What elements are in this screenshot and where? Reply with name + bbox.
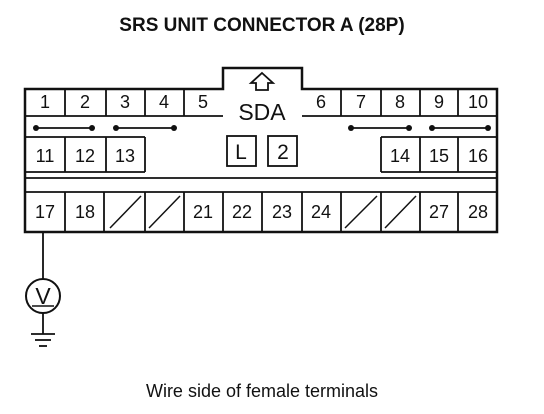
row1-dividers (64, 89, 459, 116)
terminal-27-label: 27 (429, 202, 449, 222)
center-box-l-label: L (235, 141, 247, 164)
terminal-7-label: 7 (356, 92, 366, 112)
terminal-28-label: 28 (468, 202, 488, 222)
ground-icon (31, 333, 55, 347)
terminal-10-label: 10 (468, 92, 488, 112)
row3-dividers (64, 192, 459, 232)
terminal-21-label: 21 (193, 202, 213, 222)
diagram-caption: Wire side of female terminals (146, 381, 378, 401)
terminal-2-label: 2 (80, 92, 90, 112)
terminal-11-label: 11 (36, 146, 55, 166)
terminal-4-label: 4 (159, 92, 169, 112)
shorting-bars (33, 125, 491, 131)
terminal-15-label: 15 (429, 146, 449, 166)
terminal-3-label: 3 (120, 92, 130, 112)
voltmeter-icon: V (25, 278, 61, 314)
voltmeter-symbol: V (35, 283, 51, 309)
terminal-18-label: 18 (75, 202, 95, 222)
center-box-2-label: 2 (277, 141, 289, 164)
up-arrow-icon (248, 71, 276, 91)
connector-outline (23, 66, 499, 234)
terminal-1-label: 1 (40, 92, 50, 112)
unused-cavity-slashes (109, 195, 417, 229)
terminal-13-label: 13 (115, 146, 135, 166)
sda-label: SDA (238, 99, 286, 125)
center-box-l (226, 135, 257, 167)
center-box-2 (267, 135, 298, 167)
terminal-23-label: 23 (272, 202, 292, 222)
terminal-12-label: 12 (75, 146, 95, 166)
terminal-16-label: 16 (468, 146, 488, 166)
row2-dividers (64, 137, 459, 172)
terminal-24-label: 24 (311, 202, 331, 222)
terminal-9-label: 9 (434, 92, 444, 112)
terminal-22-label: 22 (232, 202, 252, 222)
terminal-6-label: 6 (316, 92, 326, 112)
terminal-17-label: 17 (35, 202, 55, 222)
terminal-8-label: 8 (395, 92, 405, 112)
diagram-title: SRS UNIT CONNECTOR A (28P) (119, 15, 404, 36)
terminal-5-label: 5 (198, 92, 208, 112)
terminal-14-label: 14 (390, 146, 410, 166)
